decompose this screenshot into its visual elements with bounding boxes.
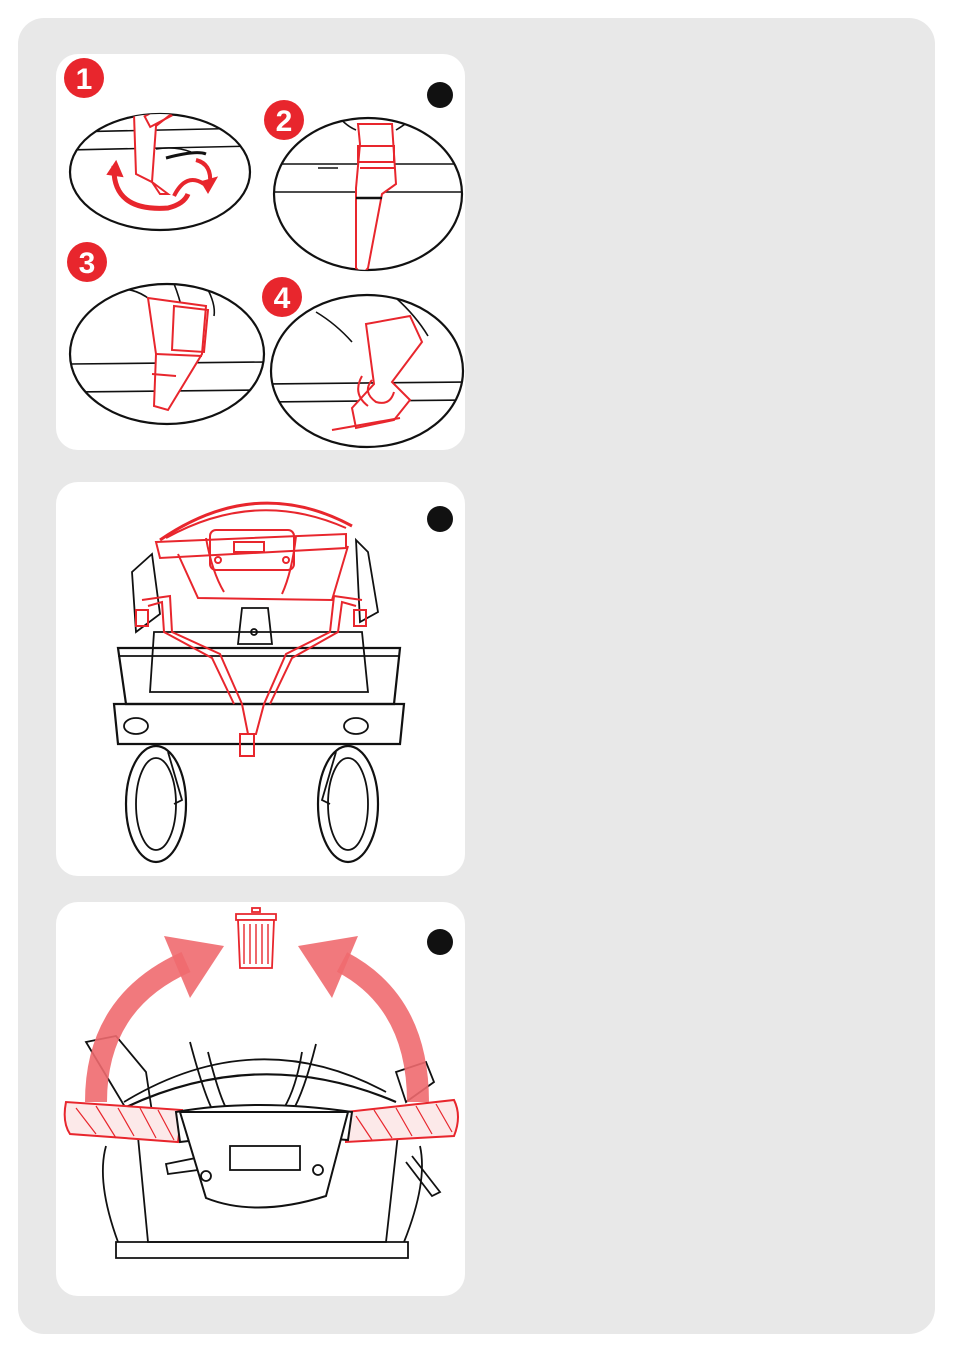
panel-strap-attachment: 1 2: [56, 54, 465, 450]
stroller-front-illustration: [56, 482, 465, 876]
detail-1: 1: [64, 58, 256, 230]
remove-covers-illustration: [56, 902, 465, 1296]
step-1-label: 1: [76, 63, 93, 96]
strap-illustration: 1 2: [56, 54, 465, 450]
arrow-right-up-icon: [298, 936, 418, 1102]
trash-bin-icon: [236, 908, 276, 968]
step-3-label: 3: [79, 247, 96, 280]
bullet-dot: [427, 929, 453, 955]
step-4-label: 4: [274, 282, 291, 315]
step-2-label: 2: [276, 105, 293, 138]
panel-remove-covers: [56, 902, 465, 1296]
detail-2: 2: [264, 100, 465, 272]
panel-bumper-bar: [56, 482, 465, 876]
arrow-left-up-icon: [96, 936, 224, 1102]
bullet-dot: [427, 82, 453, 108]
detail-3: 3: [67, 242, 266, 424]
detail-4: 4: [262, 277, 464, 447]
bullet-dot: [427, 506, 453, 532]
handlebar-covers: [65, 1100, 458, 1208]
